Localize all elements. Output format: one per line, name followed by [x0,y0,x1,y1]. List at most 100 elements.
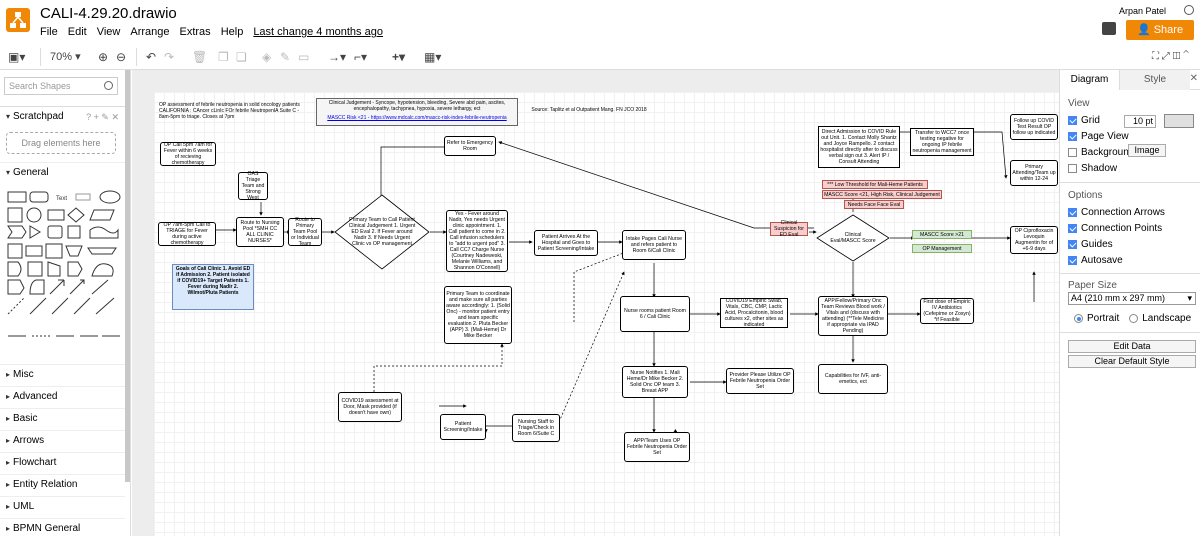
node-oas-triage[interactable]: OAS Triage Team and Strong West [238,171,268,201]
edit-data-button[interactable]: Edit Data [1068,340,1196,353]
connection-icon[interactable]: →▾ [328,50,347,64]
section-uml[interactable]: ▸UML [0,496,125,516]
menu-view[interactable]: View [96,26,121,38]
node-clinical-suspicion[interactable]: Clinical Suspicion for ED Eval [770,220,808,238]
delete-icon[interactable]: 🗑 [192,50,208,64]
node-nurse-rooms[interactable]: Nurse rooms patient Room 6 / Cali Clinic [620,296,690,332]
node-route-primary[interactable]: Route to Primary Team Pool or Individual… [288,217,322,247]
zoom-select[interactable]: 70% ▾ [50,51,81,63]
node-capabilities[interactable]: Capabilities for IVF, anti-emetics, ect [818,364,888,394]
to-back-icon[interactable]: ❏ [236,50,247,64]
zoom-in-icon[interactable]: ⊕ [98,50,109,64]
section-advanced[interactable]: ▸Advanced [0,386,125,406]
node-clinical-eval[interactable]: Clinical Eval/MASCC Score [816,214,890,262]
node-op-management[interactable]: OP Management [912,244,972,253]
format-panel-icon[interactable]: ▣▾ [8,50,26,64]
node-arrives[interactable]: Patient Arrives At the Hospital and Goes… [534,230,598,256]
node-transfer[interactable]: Transfer to WCC7 once testing negative f… [910,128,974,156]
diagram-page[interactable]: OP assessment of febrile neutropenia in … [154,92,1059,536]
autosave-checkbox[interactable] [1068,256,1077,265]
grid-checkbox[interactable] [1068,116,1077,125]
table-icon[interactable]: ▦▾ [424,50,442,64]
grid-checkbox-row[interactable]: Grid [1068,115,1100,126]
to-front-icon[interactable]: ❐ [218,50,229,64]
section-bpmn-general[interactable]: ▸BPMN General [0,518,125,536]
scratchpad-tools-icons[interactable]: ? + ✎ ✕ [86,112,119,122]
shape-palette[interactable]: Text [6,190,122,350]
node-route-nursing[interactable]: Route to Nursing Pool *SMH CC ALL CLINIC… [236,217,284,247]
node-coordinate[interactable]: Primary Team to coordinate and make sure… [444,286,512,344]
node-intake[interactable]: Intake Pages Cali Nurse and refers patie… [622,230,686,260]
user-name[interactable]: Arpan Patel [1118,6,1166,16]
tab-style[interactable]: Style [1120,70,1190,90]
node-yes-nadir[interactable]: Yes - Fever around Nadir, Yes needs Urge… [446,210,508,272]
node-first-dose[interactable]: First dose of Empiric IV Antibiotics (Ce… [920,298,974,324]
fill-color-icon[interactable]: ◈ [262,50,272,64]
waypoints-icon[interactable]: ⌐▾ [354,50,368,64]
background-row[interactable]: Background [1068,147,1134,158]
guides-checkbox[interactable] [1068,240,1077,249]
node-nursing-staff[interactable]: Nursing Staff to Triage/Check in Room 6/… [512,414,560,442]
diagram-header-criteria[interactable]: Clinical Judgement - Syncope, hypotensio… [316,98,518,126]
line-color-icon[interactable]: ✎ [280,50,291,64]
globe-icon[interactable] [1184,5,1194,15]
source-citation[interactable]: Source: Taplitz et al Outpatient Mang. F… [531,107,647,113]
last-change-link[interactable]: Last change 4 months ago [253,26,383,38]
connection-arrows-row[interactable]: Connection Arrows [1068,207,1165,218]
section-arrows[interactable]: ▸Arrows [0,430,125,450]
section-entity-relation[interactable]: ▸Entity Relation [0,474,125,494]
section-misc[interactable]: ▸Misc [0,364,125,384]
node-primary-call[interactable]: Primary Team to Call Patient Clinical Ju… [334,194,430,270]
portrait-radio[interactable] [1074,314,1083,323]
node-op-cipro[interactable]: OP Ciprofloxacin Levoquin Augmentin for … [1010,226,1058,254]
page-view-row[interactable]: Page View [1068,131,1129,142]
node-followup[interactable]: Follow up COVID Test Result OP follow up… [1010,114,1058,140]
node-direct-admit[interactable]: Direct Admission to COVID Rule out Unit.… [818,126,900,168]
background-image-button[interactable]: Image [1128,144,1166,157]
insert-icon[interactable]: +▾ [392,50,406,64]
section-flowchart[interactable]: ▸Flowchart [0,452,125,472]
shadow-checkbox[interactable] [1068,164,1077,173]
background-checkbox[interactable] [1068,148,1077,157]
section-basic[interactable]: ▸Basic [0,408,125,428]
paper-size-select[interactable]: A4 (210 mm x 297 mm)▾ [1068,292,1196,305]
section-general[interactable]: ▾General [0,162,125,182]
section-scratchpad[interactable]: ▾Scratchpad ? + ✎ ✕ [0,106,125,126]
menu-edit[interactable]: Edit [67,26,87,38]
shadow-row[interactable]: Shadow [1068,163,1117,174]
guides-row[interactable]: Guides [1068,239,1113,250]
menu-arrange[interactable]: Arrange [130,26,170,38]
share-button[interactable]: 👤 Share [1126,20,1194,40]
document-title[interactable]: CALI-4.29.20.drawio [40,5,177,22]
shadow-icon[interactable]: ▭ [298,50,310,64]
connection-points-row[interactable]: Connection Points [1068,223,1162,234]
connection-arrows-checkbox[interactable] [1068,208,1077,217]
diagram-canvas[interactable]: OP assessment of febrile neutropenia in … [132,70,1059,536]
node-mascc-op[interactable]: MASCC Score >21 [912,230,972,239]
view-controls-icons[interactable]: ⛶ ⤢ ◫ ⌃ [1152,51,1189,62]
node-low-threshold[interactable]: *** Low Threshold for Mali-Heme Patients [822,180,928,189]
grid-size-input[interactable]: 10 pt [1124,115,1156,128]
node-covid-labs[interactable]: COVID19 Empiric Swab, Vitals, CBC, CMP, … [720,298,788,328]
landscape-radio[interactable] [1129,314,1139,323]
node-goals[interactable]: Goals of Cali Clinic 1. Avoid ED if Admi… [172,264,254,310]
comment-icon[interactable] [1102,22,1116,35]
mascc-link[interactable]: MASCC Risk <21 - https://www.mdcalc.com/… [327,115,507,121]
redo-icon[interactable]: ↷ [164,50,175,64]
diagram-header-title[interactable]: OP assessment of febrile neutropenia in … [159,102,300,120]
node-screening[interactable]: Patient Screening/Intake [440,414,486,440]
node-refer-er[interactable]: Refer to Emergency Room [444,136,496,156]
node-app-team[interactable]: APP/Team Uses OP Febrile Neutropenia Ord… [624,432,690,462]
grid-color-swatch[interactable] [1164,114,1194,128]
clear-default-style-button[interactable]: Clear Default Style [1068,355,1196,368]
node-opcall-5pm[interactable]: OP Call 5pm 7am for Fever within 6 weeks… [160,142,216,166]
menu-help[interactable]: Help [220,26,244,38]
scratchpad-drop-area[interactable]: Drag elements here [6,132,116,154]
tab-diagram[interactable]: Diagram [1060,70,1120,90]
menu-extras[interactable]: Extras [179,26,211,38]
menu-file[interactable]: File [40,26,58,38]
shapes-panel-scrollbar[interactable] [125,70,130,482]
undo-icon[interactable]: ↶ [146,50,157,64]
connection-points-checkbox[interactable] [1068,224,1077,233]
node-app-review[interactable]: APP/Fellow/Primary Onc Team Reviews Bloo… [818,296,888,336]
